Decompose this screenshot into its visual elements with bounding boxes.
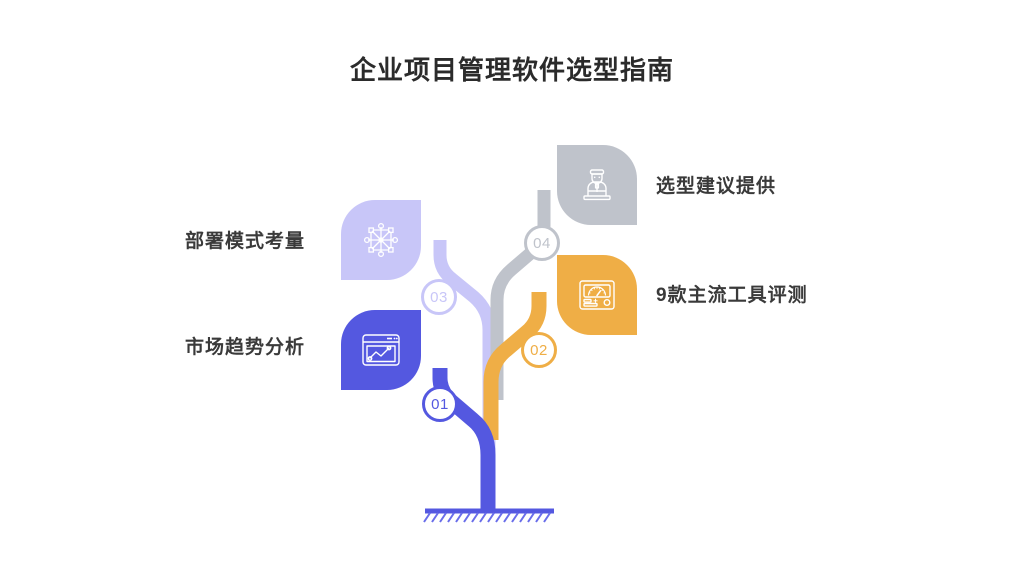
- gauge-meter-icon: [574, 273, 620, 317]
- network-hub-icon: [359, 218, 403, 262]
- branch-path-03: [433, 240, 496, 455]
- node-label-04: 选型建议提供: [656, 176, 777, 197]
- node-badge-01[interactable]: 01: [422, 386, 458, 422]
- consultant-person-icon: [575, 163, 619, 207]
- node-badge-02[interactable]: 02: [521, 332, 557, 368]
- node-badge-01-text: 01: [431, 395, 449, 413]
- branch-path-02: [483, 292, 547, 440]
- node-label-02: 9款主流工具评测: [656, 285, 808, 306]
- leaf-card-04[interactable]: [557, 145, 637, 225]
- node-label-01: 市场趋势分析: [184, 337, 305, 358]
- node-badge-03[interactable]: 03: [421, 279, 457, 315]
- trunk-path-01: [432, 368, 496, 510]
- node-label-03: 部署模式考量: [184, 231, 305, 252]
- node-badge-04-text: 04: [533, 234, 551, 252]
- page-title: 企业项目管理软件选型指南: [349, 55, 674, 85]
- leaf-card-01[interactable]: [341, 310, 421, 390]
- leaf-card-03[interactable]: [341, 200, 421, 280]
- node-badge-02-text: 02: [530, 341, 548, 359]
- node-badge-04[interactable]: 04: [524, 225, 560, 261]
- node-badge-03-text: 03: [430, 288, 448, 306]
- ground-hatch-marks: [423, 512, 551, 523]
- browser-line-chart-icon: [358, 328, 404, 372]
- leaf-card-02[interactable]: [557, 255, 637, 335]
